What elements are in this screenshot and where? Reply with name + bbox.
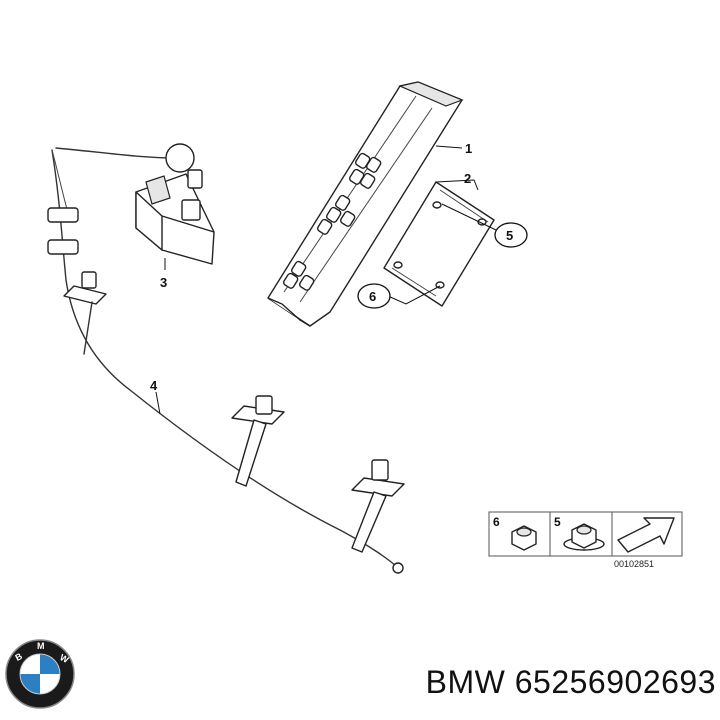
part-number-caption: BMW 65256902693 (425, 664, 716, 700)
svg-text:B: B (14, 651, 25, 663)
callout-4: 4 (150, 378, 158, 393)
callout-6: 6 (369, 289, 376, 304)
part-1-panel (267, 81, 464, 327)
callouts: 1 2 3 4 5 6 (150, 141, 528, 393)
callout-1: 1 (465, 141, 472, 156)
part-4-wiring-harness (47, 143, 405, 574)
flange-nut-icon (563, 523, 605, 551)
callout-3: 3 (160, 275, 167, 290)
part-3-module (135, 169, 215, 265)
part-2-bracket (383, 181, 495, 307)
svg-text:M: M (37, 641, 45, 651)
legend-box: 6 5 00102851 (488, 511, 683, 569)
clip-3 (351, 459, 405, 553)
clip-2 (231, 395, 285, 487)
leader-lines (155, 145, 497, 415)
panel-buttons (283, 152, 382, 291)
clip-1 (63, 271, 107, 355)
reference-number: 00102851 (614, 559, 654, 569)
nut-icon (511, 525, 537, 551)
callout-6-circle (357, 283, 391, 309)
callout-5: 5 (506, 228, 513, 243)
bmw-logo: B M W (5, 639, 75, 709)
callout-2: 2 (464, 171, 471, 186)
callout-5-circle (494, 222, 528, 248)
legend-label-6: 6 (493, 515, 500, 529)
arrow-icon (617, 517, 675, 553)
legend-label-5: 5 (554, 515, 561, 529)
